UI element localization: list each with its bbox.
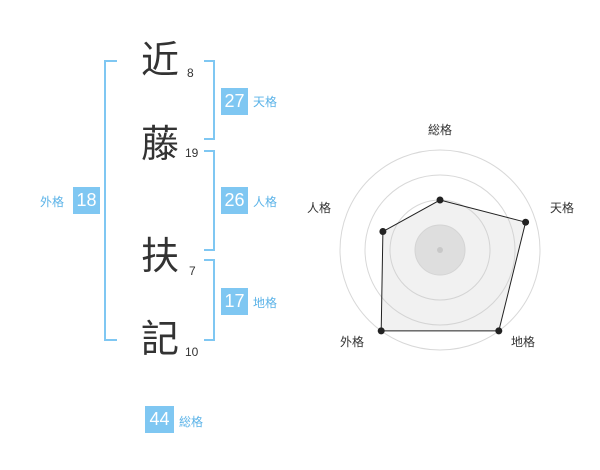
radar-axis-label-5: 人格 bbox=[307, 201, 332, 215]
stroke-count-3: 7 bbox=[189, 264, 196, 278]
name-char-2: 藤 bbox=[141, 122, 180, 166]
radar-polygon bbox=[380, 199, 527, 332]
soukaku-label: 総格 bbox=[179, 415, 204, 429]
stroke-count-1: 8 bbox=[187, 66, 194, 80]
gaikaku-value: 18 bbox=[73, 187, 100, 214]
radar-axis-label-4: 外格 bbox=[340, 335, 365, 349]
jinkaku-value: 26 bbox=[221, 187, 248, 214]
radar-points bbox=[377, 196, 530, 335]
radar-axis-label-1: 総格 bbox=[428, 123, 453, 137]
jinkaku-label: 人格 bbox=[253, 195, 278, 209]
radar-point-2 bbox=[522, 218, 530, 226]
gaikaku-label: 外格 bbox=[40, 195, 65, 209]
chikaku-bracket bbox=[204, 259, 215, 341]
radar-axis-label-2: 天格 bbox=[550, 201, 575, 215]
name-char-4: 記 bbox=[141, 317, 180, 361]
radar-ring-3 bbox=[364, 174, 516, 326]
radar-point-5 bbox=[379, 228, 387, 235]
name-char-3: 扶 bbox=[141, 234, 180, 278]
radar-point-1 bbox=[436, 196, 444, 204]
chikaku-label: 地格 bbox=[253, 296, 278, 310]
jinkaku-bracket bbox=[204, 150, 215, 251]
stroke-count-4: 10 bbox=[185, 345, 199, 359]
chikaku-value: 17 bbox=[221, 288, 248, 315]
stroke-count-2: 19 bbox=[185, 146, 199, 160]
name-char-1: 近 bbox=[141, 38, 180, 82]
tenkaku-value: 27 bbox=[221, 88, 248, 115]
soukaku-value: 44 bbox=[145, 406, 174, 433]
radar-ring-4 bbox=[339, 149, 541, 351]
radar-point-3 bbox=[495, 327, 503, 335]
tenkaku-bracket bbox=[204, 60, 215, 140]
radar-point-4 bbox=[377, 327, 385, 335]
tenkaku-label: 天格 bbox=[253, 95, 278, 109]
radar-grid bbox=[339, 149, 541, 351]
radar-center bbox=[437, 247, 443, 253]
gaikaku-bracket bbox=[104, 60, 117, 341]
radar-axis-label-3: 地格 bbox=[511, 335, 536, 349]
